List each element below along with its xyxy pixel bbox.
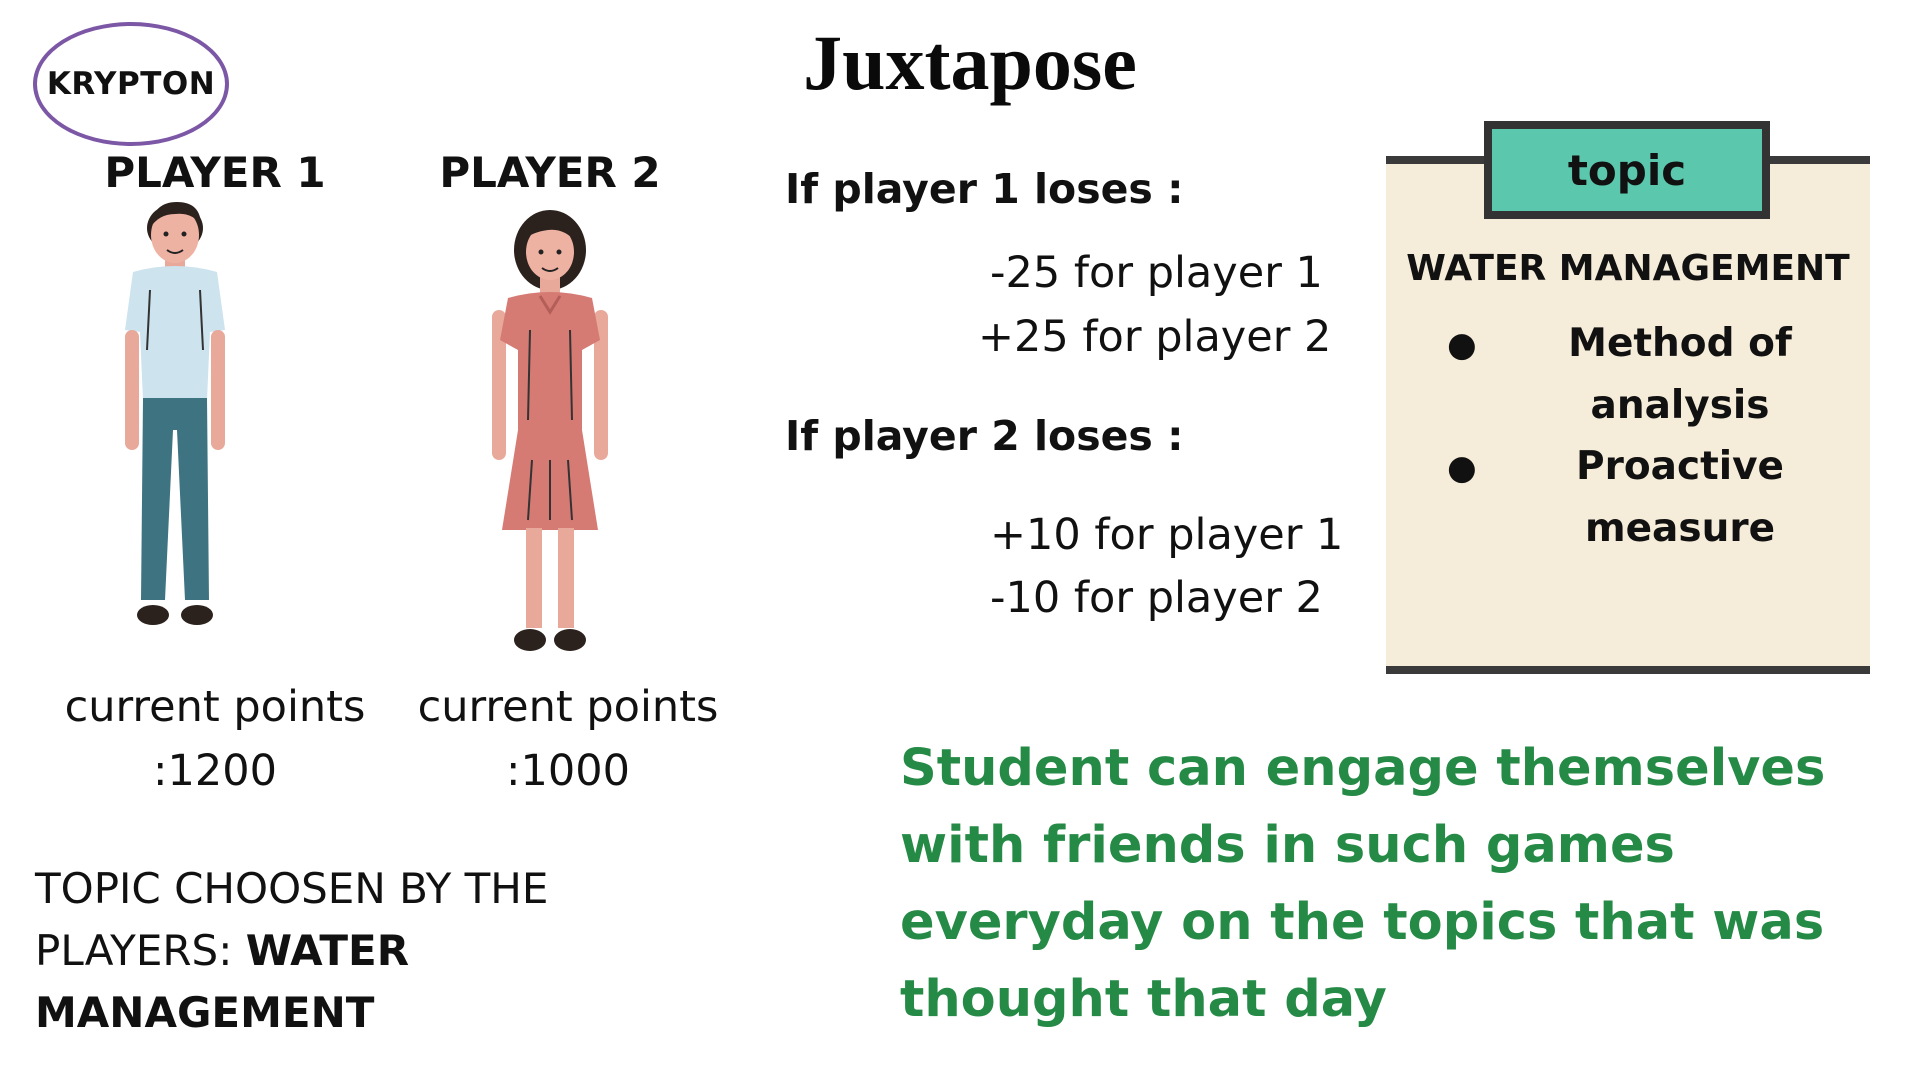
rule-1-line-2: +25 for player 2	[978, 312, 1332, 362]
topic-chosen: TOPIC CHOOSEN BY THE PLAYERS: WATER MANA…	[35, 858, 755, 1044]
rule-1-heading: If player 1 loses :	[785, 165, 1184, 213]
topic-card-bottom-border	[1386, 666, 1870, 674]
topic-chosen-prefix: TOPIC CHOOSEN BY THE PLAYERS:	[35, 864, 549, 975]
player-2-points: current points :1000	[398, 675, 738, 803]
page-title: Juxtapose	[803, 19, 1137, 106]
player-1-points-value: :1200	[153, 746, 277, 796]
engagement-message: Student can engage themselves with frien…	[900, 739, 1826, 1029]
rule-2-heading: If player 2 loses :	[785, 412, 1184, 460]
topic-card	[1386, 161, 1870, 671]
topic-tab-label: topic	[1567, 145, 1687, 195]
player-1-points-label: current points	[64, 682, 366, 732]
rule-2-line-1: +10 for player 1	[990, 510, 1344, 560]
rule-1-line-1: -25 for player 1	[990, 248, 1323, 298]
player-2-figure	[492, 210, 608, 651]
topic-chosen-value: WATER MANAGEMENT	[35, 926, 410, 1037]
player-1-points: current points :1200	[45, 675, 385, 803]
logo-text: KRYPTON	[46, 66, 216, 102]
player-1-label: PLAYER 1	[104, 148, 326, 197]
topic-tab: topic	[1484, 121, 1770, 219]
topic-item-2: Proactive measure	[1576, 444, 1784, 551]
bullet-icon: ●	[1447, 325, 1477, 365]
player-2-points-label: current points	[417, 682, 719, 732]
bullet-icon: ●	[1447, 448, 1477, 488]
krypton-logo: KRYPTON	[33, 22, 229, 146]
player-1-figure	[125, 202, 225, 625]
player-2-label: PLAYER 2	[439, 148, 661, 197]
rule-2-line-2: -10 for player 2	[990, 573, 1323, 623]
topic-card-title: WATER MANAGEMENT	[1406, 248, 1850, 289]
topic-item-1: Method of analysis	[1568, 321, 1792, 428]
player-2-points-value: :1000	[506, 746, 630, 796]
